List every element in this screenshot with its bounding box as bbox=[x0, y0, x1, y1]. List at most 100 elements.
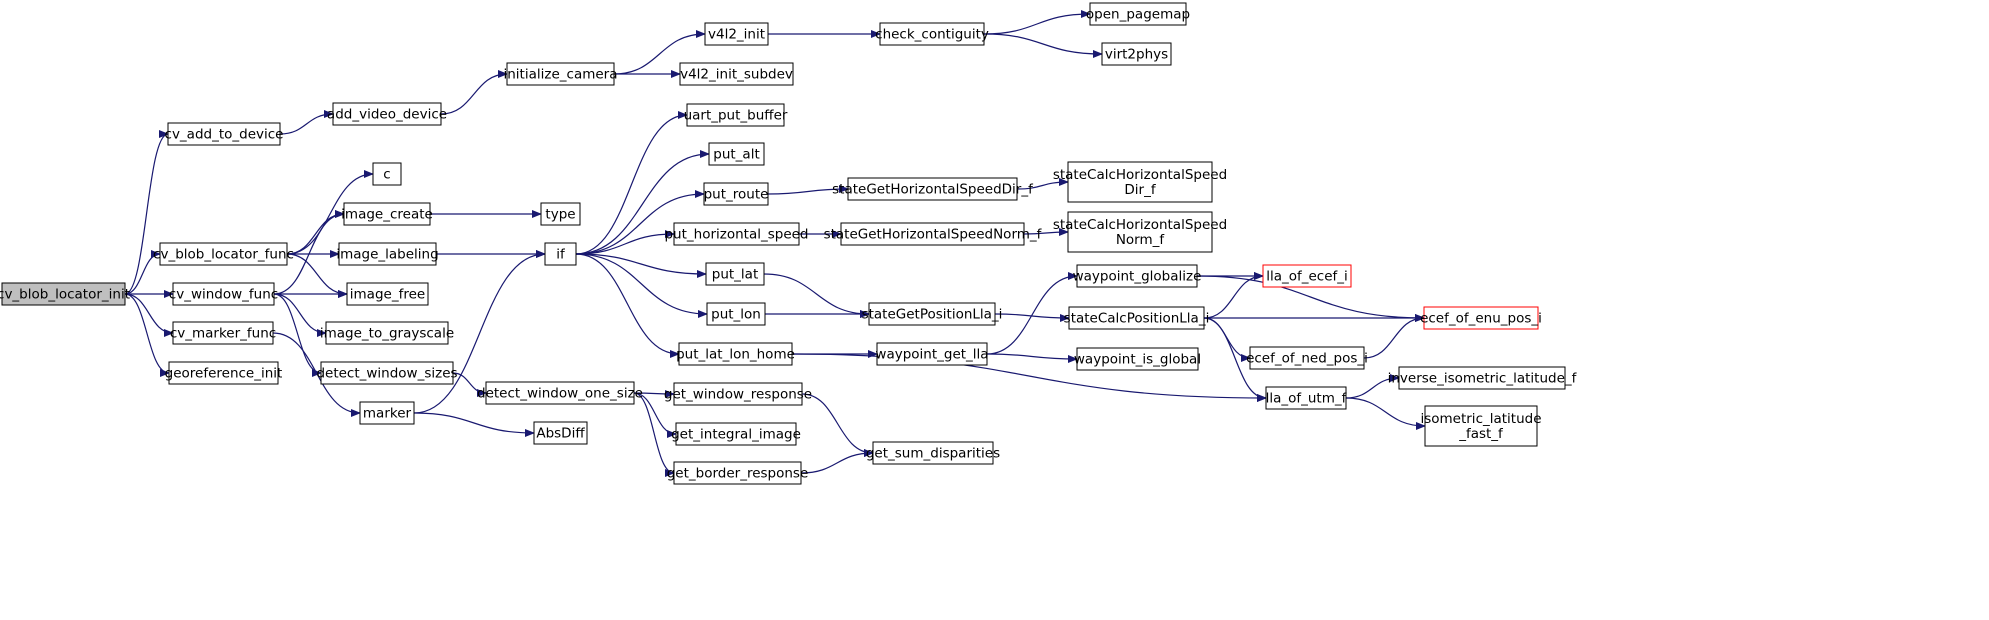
node-put-lat-lon-home[interactable]: put_lat_lon_home bbox=[676, 342, 795, 366]
node-waypoint-get-lla[interactable]: waypoint_get_lla bbox=[875, 342, 989, 366]
edge-cv_add_to_device-to-add_video_device bbox=[279, 110, 334, 135]
node-cv-blob-locator-init[interactable]: cv_blob_locator_init bbox=[0, 282, 130, 306]
node-box bbox=[876, 342, 988, 366]
node-box bbox=[544, 242, 577, 266]
edge-detect_window_one_size-to-get_border_response bbox=[633, 392, 675, 477]
node-label: image_free bbox=[350, 287, 425, 303]
node-box bbox=[533, 421, 588, 445]
node-put-lat[interactable]: put_lat bbox=[705, 262, 765, 286]
node-put-alt[interactable]: put_alt bbox=[708, 142, 765, 166]
node-label: stateCalcHorizontalSpeed bbox=[1053, 167, 1227, 183]
node-label: uart_put_buffer bbox=[684, 108, 788, 124]
node-c[interactable]: c bbox=[372, 162, 402, 186]
node-box bbox=[346, 282, 429, 306]
node-label: isometric_latitude bbox=[1420, 411, 1541, 427]
node-label: initialize_camera bbox=[504, 67, 618, 83]
node-statecalcpositionlla-i[interactable]: stateCalcPositionLla_i bbox=[1064, 306, 1210, 330]
node-label: get_sum_disparities bbox=[866, 446, 1000, 462]
node-cv-blob-locator-func[interactable]: cv_blob_locator_func bbox=[153, 242, 294, 266]
node-stategethorizontalspeeddir-f[interactable]: stateGetHorizontalSpeedDir_f bbox=[832, 177, 1034, 201]
node-initialize-camera[interactable]: initialize_camera bbox=[504, 62, 618, 86]
node-label: ecef_of_ned_pos_i bbox=[1246, 351, 1368, 367]
node-label: lla_of_ecef_i bbox=[1266, 269, 1348, 285]
edge-check_contiguity-to-open_pagemap bbox=[983, 10, 1091, 35]
node-label: put_route bbox=[704, 187, 769, 203]
node-v4l2-init-subdev[interactable]: v4l2_init_subdev bbox=[679, 62, 794, 86]
node-layer: cv_blob_locator_init cv_add_to_device cv_b… bbox=[0, 2, 1578, 485]
node-box bbox=[1067, 211, 1213, 253]
node-get-border-response[interactable]: get_border_response bbox=[667, 461, 809, 485]
node-detect-window-one-size[interactable]: detect_window_one_size bbox=[477, 381, 643, 405]
node-open-pagemap[interactable]: open_pagemap bbox=[1086, 2, 1190, 26]
node-box bbox=[673, 382, 803, 406]
node-inverse-isometric-latitude-f[interactable]: inverse_isometric_latitude_f bbox=[1388, 366, 1578, 390]
node-box bbox=[332, 102, 442, 126]
edge-add_video_device-to-initialize_camera bbox=[440, 70, 508, 115]
node-box bbox=[879, 22, 985, 46]
node-uart-put-buffer[interactable]: uart_put_buffer bbox=[684, 103, 788, 127]
node-box bbox=[172, 282, 275, 306]
edge-cv_marker_func-to-marker bbox=[272, 332, 361, 417]
node-image-labeling[interactable]: image_labeling bbox=[336, 242, 439, 266]
edge-stateCalcPositionLla_i-to-lla_of_ecef_i bbox=[1203, 272, 1264, 319]
node-v4l2-init[interactable]: v4l2_init bbox=[704, 22, 769, 46]
edge-if-to-uart_put_buffer bbox=[575, 111, 688, 255]
edge-get_border_response-to-get_sum_disparities bbox=[800, 449, 874, 474]
node-get-window-response[interactable]: get_window_response bbox=[664, 382, 812, 406]
node-label: cv_blob_locator_func bbox=[153, 247, 294, 263]
edge-stateGetHorizontalSpeedNorm_f-to-stateCalcHorizontalSpeedNorm_f bbox=[1023, 228, 1069, 237]
node-label: c bbox=[383, 167, 390, 183]
node-label: detect_window_sizes bbox=[316, 366, 457, 382]
node-marker[interactable]: marker bbox=[359, 401, 415, 425]
edge-stateGetHorizontalSpeedDir_f-to-stateCalcHorizontalSpeedDir_f bbox=[1016, 178, 1069, 190]
node-label: cv_window_func bbox=[169, 287, 278, 303]
node-put-horizontal-speed[interactable]: put_horizontal_speed bbox=[664, 222, 809, 246]
edge-cv_blob_locator_init-to-cv_add_to_device bbox=[124, 130, 169, 295]
node-label: stateGetPositionLla_i bbox=[862, 307, 1003, 323]
node-stategethorizontalspeednorm-f[interactable]: stateGetHorizontalSpeedNorm_f bbox=[824, 222, 1043, 246]
node-isometric-latitude-fast-f[interactable]: isometric_latitude_fast_f bbox=[1420, 405, 1542, 447]
node-get-integral-image[interactable]: get_integral_image bbox=[671, 422, 801, 446]
node-stategetpositionlla-i[interactable]: stateGetPositionLla_i bbox=[862, 302, 1003, 326]
node-cv-window-func[interactable]: cv_window_func bbox=[169, 282, 278, 306]
node-waypoint-is-global[interactable]: waypoint_is_global bbox=[1074, 347, 1201, 371]
node-detect-window-sizes[interactable]: detect_window_sizes bbox=[316, 361, 458, 385]
node-lla-of-utm-f[interactable]: lla_of_utm_f bbox=[1265, 386, 1348, 410]
node-type[interactable]: type bbox=[540, 202, 581, 226]
node-box bbox=[506, 62, 615, 86]
node-lla-of-ecef-i[interactable]: lla_of_ecef_i bbox=[1262, 264, 1352, 288]
node-ecef-of-enu-pos-i[interactable]: ecef_of_enu_pos_i bbox=[1420, 306, 1542, 330]
node-put-lon[interactable]: put_lon bbox=[706, 302, 766, 326]
node-box bbox=[1398, 366, 1566, 390]
node-get-sum-disparities[interactable]: get_sum_disparities bbox=[866, 441, 1000, 465]
node-box bbox=[1424, 405, 1538, 447]
node-cv-add-to-device[interactable]: cv_add_to_device bbox=[165, 122, 284, 146]
node-label: inverse_isometric_latitude_f bbox=[1388, 371, 1578, 387]
node-absdiff[interactable]: AbsDiff bbox=[533, 421, 588, 445]
edge-cv_window_func-to-image_to_grayscale bbox=[273, 293, 327, 337]
node-box bbox=[1, 282, 126, 306]
node-image-create[interactable]: image_create bbox=[341, 202, 433, 226]
node-image-to-grayscale[interactable]: image_to_grayscale bbox=[320, 321, 454, 345]
node-ecef-of-ned-pos-i[interactable]: ecef_of_ned_pos_i bbox=[1246, 346, 1368, 370]
node-check-contiguity[interactable]: check_contiguity bbox=[875, 22, 989, 46]
node-georeference-init[interactable]: georeference_init bbox=[165, 361, 283, 385]
node-box bbox=[1101, 42, 1172, 66]
edge-waypoint_globalize-to-ecef_of_enu_pos_i bbox=[1196, 275, 1425, 322]
node-image-free[interactable]: image_free bbox=[346, 282, 429, 306]
node-box bbox=[872, 441, 994, 465]
edge-put_route-to-stateGetHorizontalSpeedDir_f bbox=[767, 185, 849, 195]
node-label: cv_marker_func bbox=[170, 326, 276, 342]
node-label: lla_of_utm_f bbox=[1266, 391, 1348, 407]
node-add-video-device[interactable]: add_video_device bbox=[327, 102, 447, 126]
node-put-route[interactable]: put_route bbox=[703, 182, 769, 206]
node-waypoint-globalize[interactable]: waypoint_globalize bbox=[1073, 264, 1202, 288]
node-box bbox=[703, 182, 769, 206]
node-virt2phys[interactable]: virt2phys bbox=[1101, 42, 1172, 66]
node-box bbox=[705, 262, 765, 286]
node-cv-marker-func[interactable]: cv_marker_func bbox=[170, 321, 276, 345]
node-box bbox=[686, 103, 785, 127]
node-if[interactable]: if bbox=[544, 242, 577, 266]
